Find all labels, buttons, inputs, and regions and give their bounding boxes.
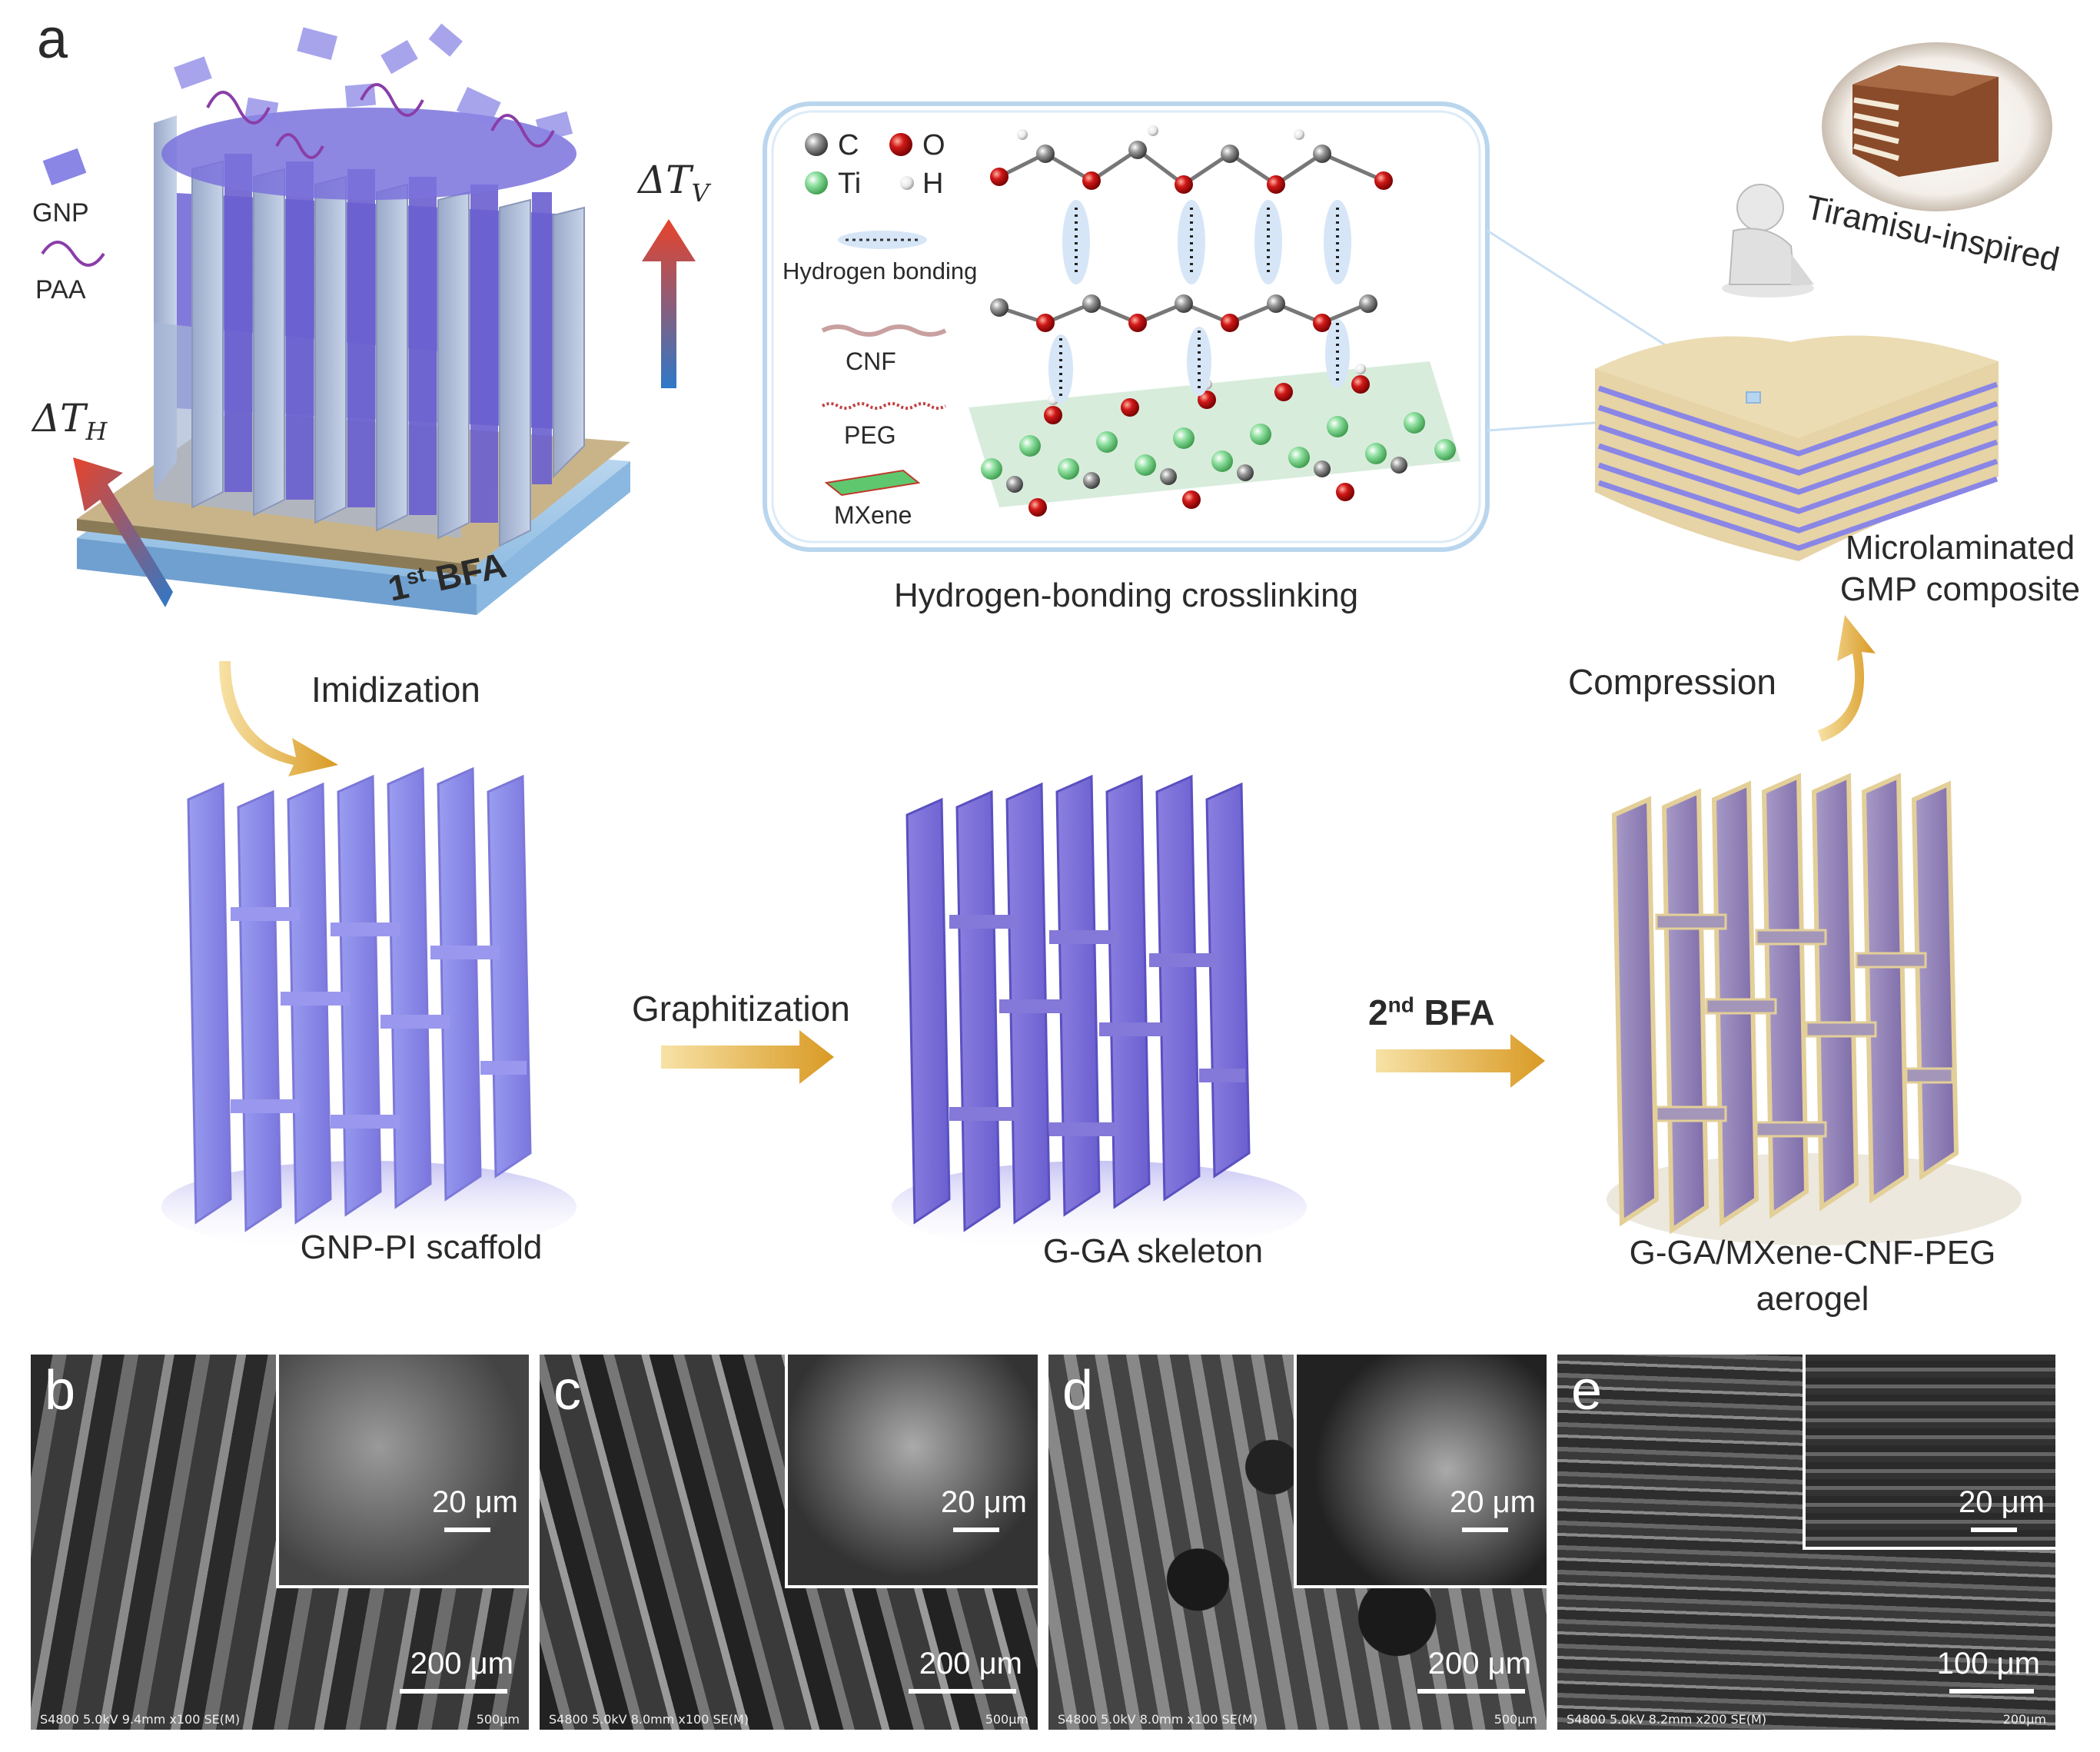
sem-panel-e-meta: S4800 5.0kV 8.2mm x200 SE(M) [1567, 1712, 1767, 1727]
atom-o-label: O [922, 129, 945, 161]
mxene-legend-icon [824, 469, 921, 497]
sem-panel-c-meta-r: 500μm [985, 1712, 1028, 1727]
g-ga-mxene-cnf-peg-aerogel [1607, 773, 2022, 1245]
sem-panel-b-scale: 200 μm [410, 1647, 513, 1681]
imidization-label: Imidization [311, 670, 480, 710]
microlaminated-composite [1595, 335, 1999, 561]
second-bfa-label: 2nd BFA [1368, 992, 1495, 1032]
peg-legend-label: PEG [844, 421, 896, 449]
paa-legend-icon [41, 241, 105, 267]
sem-panel-c-inset: 20 μm [785, 1355, 1038, 1588]
sem-panel-e-letter: e [1571, 1360, 1603, 1421]
peg-legend-icon [821, 402, 947, 410]
sem-panel-c-inset-scale: 20 μm [941, 1485, 1027, 1519]
sem-panel-b-meta: S4800 5.0kV 9.4mm x100 SE(M) [40, 1712, 241, 1727]
sem-panel-e-inset: 20 μm [1803, 1355, 2055, 1550]
molecular-structure [969, 125, 1460, 517]
atom-ti-label: Ti [838, 168, 862, 200]
delta-th-arrow [73, 457, 173, 607]
composite-label-line2: GMP composite [1839, 570, 2081, 608]
cnf-legend-icon [821, 324, 947, 337]
aerogel-label-line2: aerogel [1756, 1280, 1869, 1318]
titanium-atom-icon [805, 171, 828, 194]
paa-legend-label: PAA [35, 275, 86, 304]
tiramisu-cake [1852, 65, 1999, 177]
gnp-pi-scaffold [161, 766, 577, 1253]
sem-panel-c-scale: 200 μm [919, 1647, 1022, 1681]
sem-panel-d-letter: d [1062, 1360, 1094, 1421]
sem-panel-d-meta-r: 500μm [1494, 1712, 1537, 1727]
sem-panel-c-letter: c [553, 1360, 581, 1421]
delta-th-label: ΔTH [32, 396, 108, 446]
hbond-crosslinking-caption: Hydrogen-bonding crosslinking [893, 577, 1359, 614]
delta-tv-arrow [642, 219, 696, 388]
carbon-atom-icon [805, 133, 828, 156]
sem-panel-d-meta: S4800 5.0kV 8.0mm x100 SE(M) [1058, 1712, 1258, 1727]
sem-panel-e-inset-scale: 20 μm [1959, 1485, 2045, 1519]
skeleton-label: G-GA skeleton [1042, 1232, 1264, 1270]
gnp-legend-label: GNP [32, 198, 89, 228]
imidization-arrow [219, 661, 338, 776]
sem-panel-b: b 20 μm 200 μm S4800 5.0kV 9.4mm x100 SE… [31, 1355, 529, 1730]
sem-panel-e: e 20 μm 100 μm S4800 5.0kV 8.2mm x200 SE… [1557, 1355, 2055, 1730]
graphitization-label: Graphitization [632, 989, 850, 1029]
thinking-figure-icon [1722, 184, 1814, 298]
sem-panel-c: c 20 μm 200 μm S4800 5.0kV 8.0mm x100 SE… [540, 1355, 1038, 1730]
cnf-legend-label: CNF [846, 347, 896, 375]
graphitization-arrow [661, 1030, 834, 1084]
sem-panel-b-inset: 20 μm [276, 1355, 529, 1588]
sem-panel-b-letter: b [45, 1360, 76, 1421]
scaffold-label: GNP-PI scaffold [300, 1228, 543, 1266]
compression-arrow [1818, 615, 1876, 742]
aerogel-label-line1: G-GA/MXene-CNF-PEG [1629, 1234, 1996, 1272]
first-bfa-mould [77, 23, 630, 615]
mxene-legend-label: MXene [834, 501, 912, 529]
panel-a-letter: a [37, 8, 68, 70]
atom-c-label: C [838, 129, 859, 161]
composite-label-line1: Microlaminated [1845, 529, 2075, 567]
sem-panel-c-meta: S4800 5.0kV 8.0mm x100 SE(M) [549, 1712, 749, 1727]
oxygen-atom-icon [889, 133, 912, 156]
sem-panel-b-meta-r: 500μm [476, 1712, 520, 1727]
sem-panel-e-scale: 100 μm [1936, 1647, 2040, 1681]
hydrogen-atom-icon [900, 176, 914, 190]
sem-panel-d-inset-scale: 20 μm [1450, 1485, 1536, 1519]
hbond-legend-label: Hydrogen bonding [783, 258, 978, 284]
compression-label: Compression [1568, 662, 1776, 702]
sem-panel-e-meta-r: 200μm [2002, 1712, 2046, 1727]
gnp-legend-icon [42, 148, 87, 186]
sem-panel-d-scale: 200 μm [1427, 1647, 1531, 1681]
sem-panel-d-inset: 20 μm [1294, 1355, 1547, 1588]
atom-h-label: H [922, 168, 944, 200]
second-bfa-arrow [1376, 1034, 1545, 1088]
sem-panel-b-inset-scale: 20 μm [432, 1485, 518, 1519]
sem-panel-d: d 20 μm 200 μm S4800 5.0kV 8.0mm x100 SE… [1048, 1355, 1547, 1730]
g-ga-skeleton [892, 774, 1307, 1253]
delta-tv-label: ΔTV [638, 158, 709, 208]
